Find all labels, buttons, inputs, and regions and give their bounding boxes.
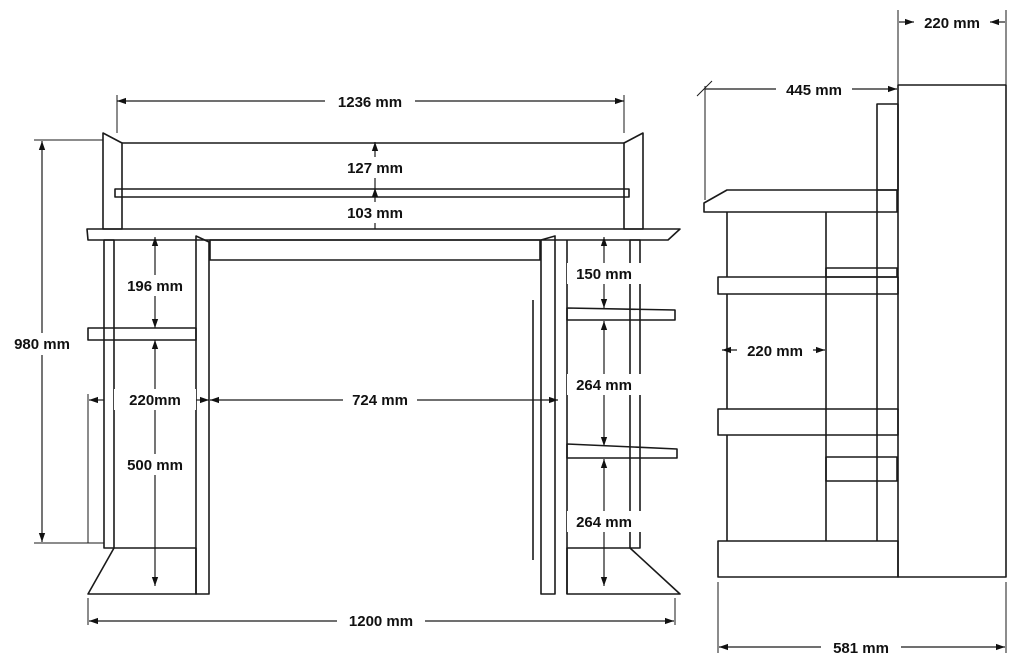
side-back-panel <box>897 84 1007 578</box>
label-right-middle-gap: 264 mm <box>576 377 632 394</box>
label-right-upper-gap: 150 mm <box>576 266 632 283</box>
side-hutch-post <box>876 103 899 191</box>
label-right-lower-gap: 264 mm <box>576 514 632 531</box>
right-pedestal <box>532 235 681 595</box>
right-base <box>566 547 681 595</box>
side-view: 220 mm 445 mm 220 mm 581 mm <box>696 10 1007 658</box>
right-inner-panel <box>540 235 556 595</box>
label-base-width: 1200 mm <box>349 613 413 630</box>
label-hutch-back-height: 127 mm <box>347 160 403 177</box>
label-left-upper-gap: 196 mm <box>127 278 183 295</box>
right-shelf-lower <box>566 443 678 459</box>
desk-apron <box>209 239 541 261</box>
label-knee-space-width: 724 mm <box>352 392 408 409</box>
label-base-depth: 581 mm <box>833 640 889 657</box>
hutch-left-side <box>102 132 123 230</box>
label-left-lower-gap: 500 mm <box>127 457 183 474</box>
label-overall-width-top: 1236 mm <box>338 94 402 111</box>
side-desk-top <box>703 189 898 213</box>
side-shelf-2 <box>717 408 899 436</box>
label-desk-depth: 445 mm <box>786 82 842 99</box>
desk-top <box>86 228 681 241</box>
hutch-right-side <box>623 132 644 230</box>
label-overall-height: 980 mm <box>14 336 70 353</box>
hutch-shelf <box>114 188 630 198</box>
left-outer-side <box>103 239 115 549</box>
left-shelf <box>87 327 197 341</box>
label-left-module-width: 220mm <box>129 392 181 409</box>
side-base <box>717 540 899 578</box>
front-view: 1236 mm 127 mm 103 mm 980 mm 196 mm 220m… <box>4 91 681 631</box>
left-inner-panel <box>195 235 210 595</box>
label-hutch-shelf-height: 103 mm <box>347 205 403 222</box>
label-top-depth: 220 mm <box>924 15 980 32</box>
left-base <box>87 547 197 595</box>
label-shelf-depth: 220 mm <box>747 343 803 360</box>
side-shelf-1 <box>717 276 899 295</box>
right-shelf-upper <box>566 307 676 321</box>
